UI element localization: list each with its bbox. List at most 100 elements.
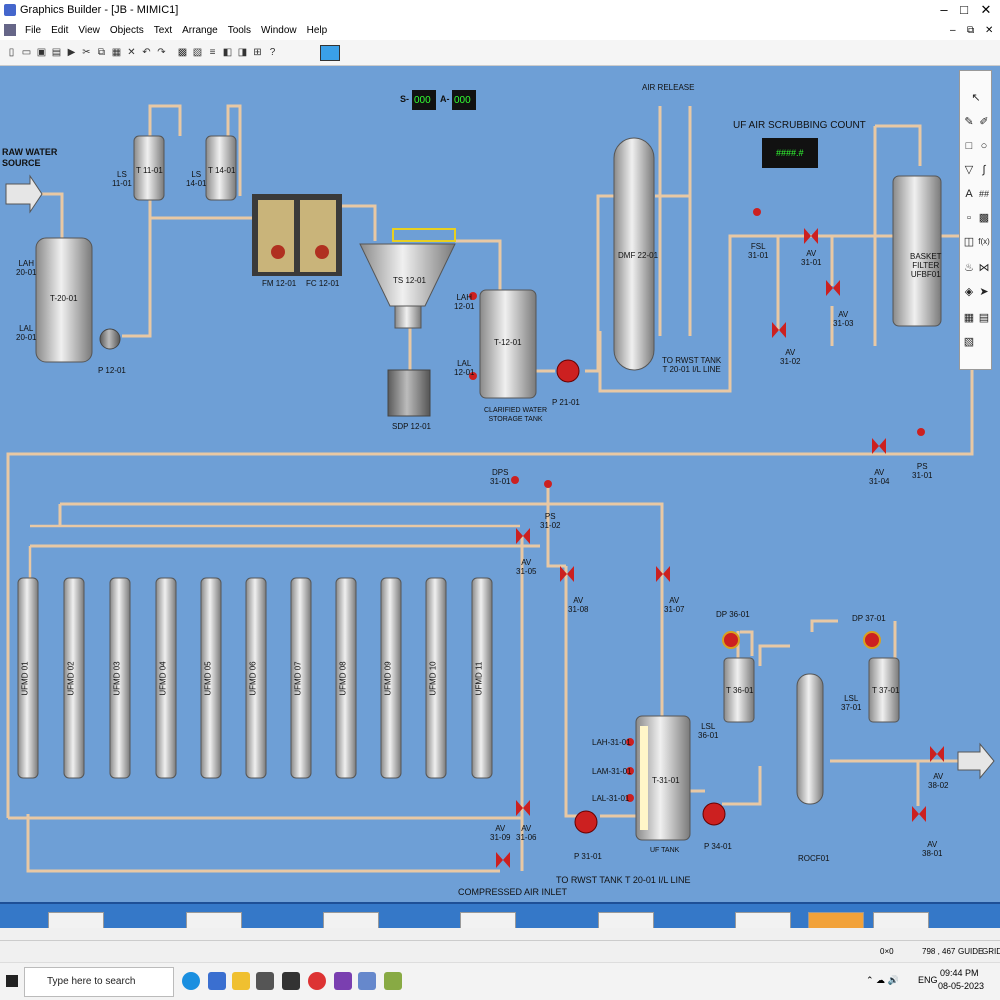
- delete-icon[interactable]: ✕: [127, 46, 136, 58]
- folder-icon[interactable]: [232, 972, 250, 990]
- terminal-icon[interactable]: [282, 972, 300, 990]
- clock-time[interactable]: 09:44 PM: [940, 968, 979, 978]
- align-icon[interactable]: ≡: [209, 46, 216, 58]
- lsl37-label: LSL 37-01: [841, 694, 862, 712]
- document-icon: [4, 24, 16, 36]
- menu-view[interactable]: View: [78, 24, 100, 36]
- close-button[interactable]: ✕: [980, 2, 992, 17]
- app-icon[interactable]: [334, 972, 352, 990]
- fill-color-button[interactable]: [320, 44, 340, 61]
- grid-toggle[interactable]: GRID: [982, 947, 1000, 956]
- mdi-restore-button[interactable]: ⧉: [967, 24, 975, 36]
- mdi-close-button[interactable]: ✕: [985, 24, 994, 36]
- new-icon[interactable]: ▯: [8, 46, 15, 58]
- polygon-icon[interactable]: ▽: [964, 164, 974, 176]
- pencil-icon[interactable]: ✎: [964, 116, 974, 128]
- valve-icon[interactable]: ⋈: [978, 262, 990, 274]
- group-icon[interactable]: ▩: [177, 46, 188, 58]
- window-title: Graphics Builder - [JB - MIMIC1]: [20, 4, 179, 16]
- menu-edit[interactable]: Edit: [51, 24, 69, 36]
- chart-icon[interactable]: ◫: [963, 236, 975, 248]
- pen-icon[interactable]: ✐: [979, 116, 989, 128]
- menu-help[interactable]: Help: [306, 24, 328, 36]
- horizontal-scrollbar[interactable]: [0, 928, 1000, 940]
- pipe-icon[interactable]: ♨: [964, 262, 974, 274]
- t37-label: T 37-01: [872, 686, 900, 695]
- copy-icon[interactable]: ⧉: [97, 46, 106, 58]
- coords-readout: 798 , 467: [922, 947, 956, 956]
- calculator-icon[interactable]: [256, 972, 274, 990]
- t12-label: T-12-01: [494, 338, 522, 347]
- table-icon[interactable]: ▦: [963, 312, 975, 324]
- language-indicator[interactable]: ENG: [918, 975, 938, 985]
- minimize-button[interactable]: –: [940, 2, 948, 17]
- menu-tools[interactable]: Tools: [227, 24, 252, 36]
- text-icon[interactable]: A: [965, 188, 973, 200]
- guide-toggle[interactable]: GUIDE: [958, 947, 984, 956]
- square-icon[interactable]: ▫: [967, 212, 971, 224]
- grid-icon[interactable]: ⊞: [253, 46, 262, 58]
- mimic-canvas[interactable]: RAW WATER SOURCE S- 000 A- 000 AIR RELEA…: [0, 66, 1000, 940]
- start-icon[interactable]: [6, 975, 18, 987]
- uf-scrub-title: UF AIR SCRUBBING COUNT: [733, 120, 866, 131]
- hash-icon[interactable]: ##: [978, 189, 989, 199]
- menu-window[interactable]: Window: [261, 24, 297, 36]
- graphics-builder-icon[interactable]: [358, 972, 376, 990]
- ufmd-06-label: UFMD 06: [248, 661, 258, 696]
- redo-icon[interactable]: ↷: [157, 46, 166, 58]
- function-icon[interactable]: f(x): [978, 237, 990, 246]
- tray-icons[interactable]: ⌃ ☁ 🔊: [866, 975, 899, 985]
- ps3102-label: PS 31-02: [540, 512, 561, 530]
- valves: [496, 228, 944, 868]
- ls14-label: LS 14-01: [186, 170, 207, 188]
- print-icon[interactable]: ▤: [51, 46, 62, 58]
- cut-icon[interactable]: ✂: [82, 46, 91, 58]
- search-input[interactable]: Type here to search: [24, 967, 174, 997]
- air-release-label: AIR RELEASE: [642, 83, 695, 92]
- undo-icon[interactable]: ↶: [142, 46, 151, 58]
- taskbar: Type here to search ⌃ ☁ 🔊 ENG 09:44 PM 0…: [0, 962, 1000, 1000]
- mdi-minimize-button[interactable]: –: [950, 24, 956, 36]
- origin-readout: 0×0: [880, 947, 894, 956]
- t14-label: T 14-01: [208, 166, 236, 175]
- book-icon[interactable]: ▤: [978, 312, 990, 324]
- run-icon[interactable]: ▶: [67, 46, 76, 58]
- symbol-icon[interactable]: ◈: [964, 286, 974, 298]
- chrome-icon[interactable]: [308, 972, 326, 990]
- pattern-icon[interactable]: ▩: [978, 212, 990, 224]
- menu-file[interactable]: File: [25, 24, 42, 36]
- tank-t20: [35, 237, 93, 363]
- menu-text[interactable]: Text: [153, 24, 173, 36]
- ellipse-icon[interactable]: ○: [980, 140, 988, 152]
- av3106-label: AV 31-06: [516, 824, 537, 842]
- ungroup-icon[interactable]: ▧: [192, 46, 203, 58]
- fm12-label: FM 12-01: [262, 279, 297, 288]
- front-icon[interactable]: ◧: [222, 46, 233, 58]
- menu-arrange[interactable]: Arrange: [182, 24, 218, 36]
- dp37-label: DP 37-01: [852, 614, 886, 623]
- raw-water-label: RAW WATER SOURCE: [2, 147, 58, 168]
- back-icon[interactable]: ◨: [237, 46, 248, 58]
- store-icon[interactable]: [208, 972, 226, 990]
- open-icon[interactable]: ▭: [21, 46, 32, 58]
- rectangle-icon[interactable]: □: [965, 140, 973, 152]
- menu-objects[interactable]: Objects: [109, 24, 144, 36]
- av3109-label: AV 31-09: [490, 824, 511, 842]
- save-icon[interactable]: ▣: [36, 46, 47, 58]
- ufmd-09-label: UFMD 09: [383, 661, 393, 696]
- help-icon[interactable]: ?: [269, 46, 276, 58]
- paste-icon[interactable]: ▦: [111, 46, 122, 58]
- curve-icon[interactable]: ∫: [982, 164, 986, 176]
- tool-icon[interactable]: [384, 972, 402, 990]
- arrow-icon[interactable]: ➤: [979, 286, 989, 298]
- clock-date[interactable]: 08-05-2023: [938, 981, 985, 991]
- maximize-button[interactable]: □: [960, 2, 968, 17]
- pointer-icon[interactable]: ↖: [971, 92, 981, 104]
- p12-label: P 12-01: [98, 366, 126, 375]
- rocf-label: ROCF01: [798, 854, 830, 863]
- lal31-label: LAL-31-01: [592, 794, 630, 803]
- ufmd-10-label: UFMD 10: [428, 661, 438, 696]
- report-icon[interactable]: ▧: [963, 336, 975, 348]
- edge-icon[interactable]: [182, 972, 200, 990]
- av3101-label: AV 31-01: [801, 249, 822, 267]
